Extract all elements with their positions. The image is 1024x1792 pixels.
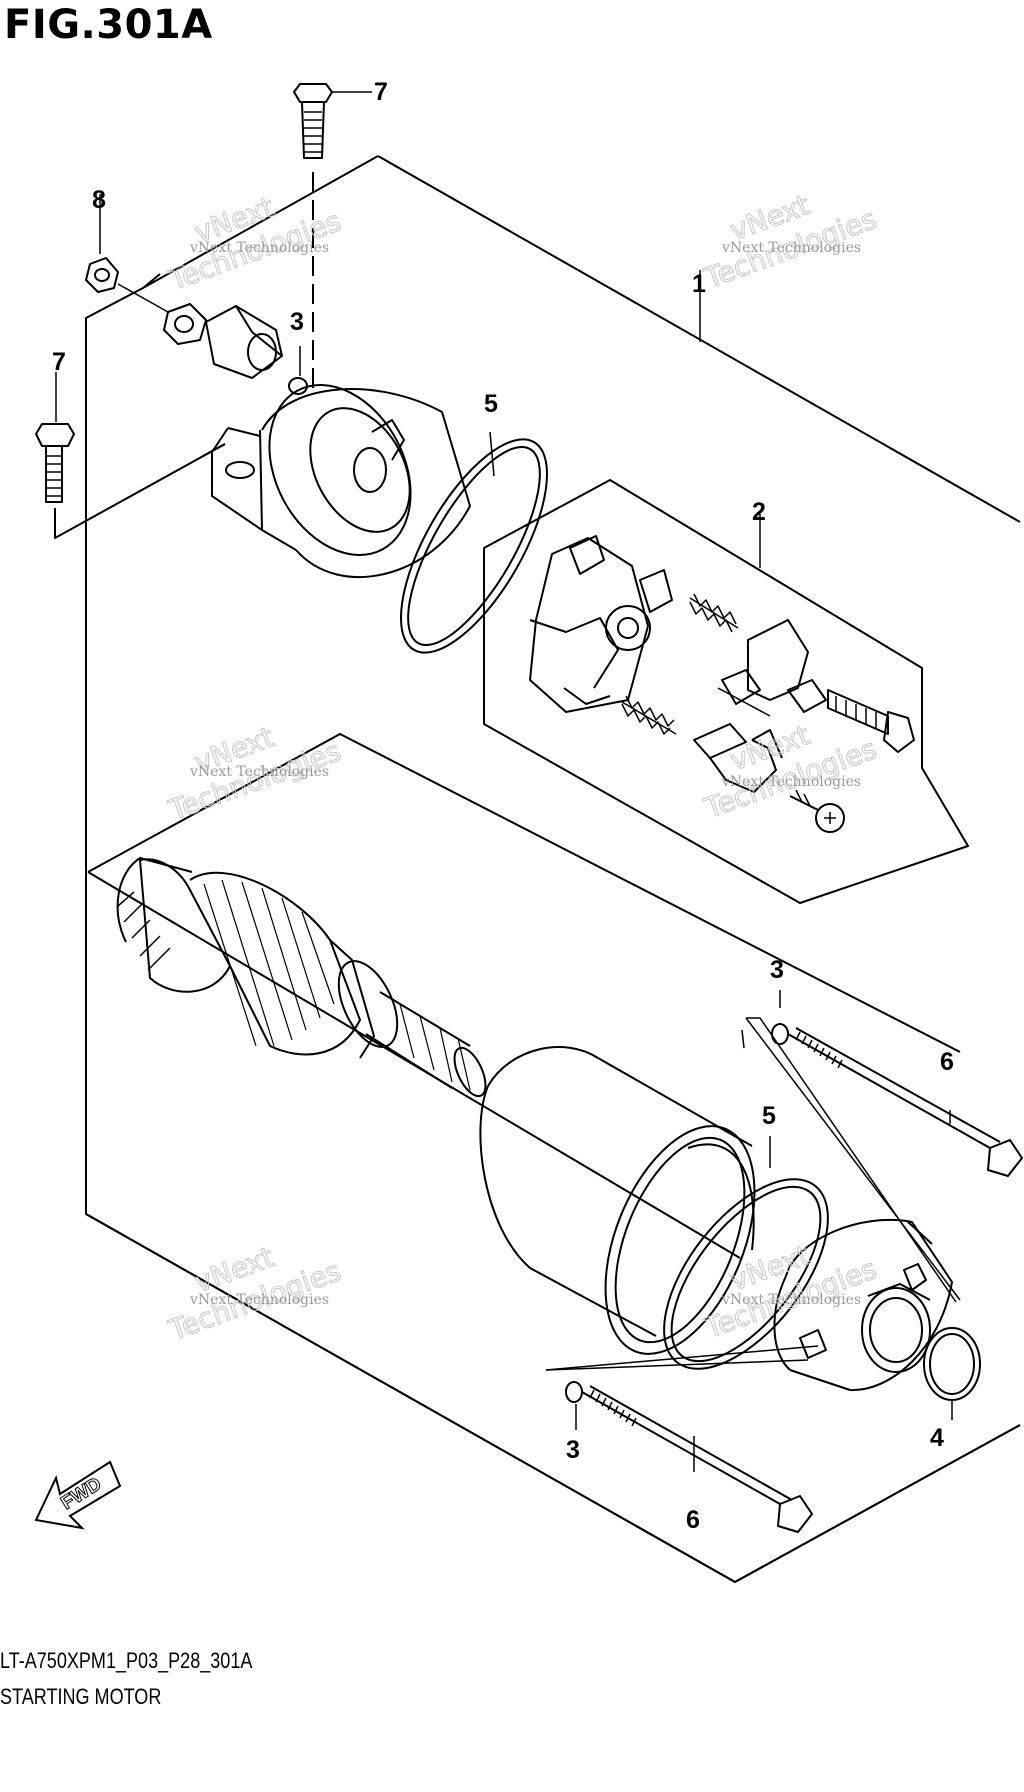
callout-5: 5 (484, 390, 498, 418)
callout-3: 3 (566, 1436, 580, 1464)
watermark-text: vNext Technologies (189, 240, 329, 256)
bolt-7-top (293, 83, 372, 159)
rear-housing (211, 384, 471, 579)
figure-title: FIG.301A (4, 2, 213, 48)
watermark-text: vNext Technologies (721, 774, 861, 790)
yoke (479, 1046, 756, 1355)
small-screw (789, 789, 845, 833)
armature (116, 857, 487, 1098)
callout-5: 5 (762, 1102, 776, 1130)
bolt-7-left (35, 372, 75, 503)
drawing-code: LT-A750XPM1_P03_P28_301A (0, 1648, 253, 1673)
o-ring-3-top (288, 377, 308, 395)
o-ring-5-top (400, 431, 548, 654)
callout-6: 6 (686, 1506, 700, 1534)
brush-carbon-top (717, 619, 827, 717)
callout-3: 3 (770, 956, 784, 984)
watermark-text: vNext Technologies (721, 240, 861, 256)
callout-3: 3 (290, 308, 304, 336)
callout-7: 7 (52, 348, 66, 376)
watermark-text: vNext Technologies (721, 1292, 861, 1308)
terminal-cap (205, 305, 283, 379)
front-housing (773, 1218, 953, 1392)
fwd-direction-arrow: FWD (34, 1460, 122, 1530)
callout-2: 2 (752, 498, 766, 526)
subassembly-box-2 (483, 479, 969, 904)
through-bolt-6-top (741, 1017, 1023, 1303)
nut-8 (85, 194, 169, 313)
o-ring-4 (923, 1327, 981, 1420)
watermarks: vNext Technologies vNext Technologies vN… (163, 188, 881, 1348)
callout-4: 4 (930, 1424, 944, 1452)
armature-box (87, 733, 961, 1053)
terminal-bolt (827, 689, 915, 753)
brush-spring-bottom (621, 695, 677, 735)
brush-holder-plate (529, 535, 673, 713)
figure-name: STARTING MOTOR (0, 1684, 162, 1709)
o-ring-5-bottom (663, 1136, 829, 1370)
callout-7: 7 (374, 78, 388, 106)
brush-spring-top (689, 593, 739, 633)
callout-8: 8 (92, 186, 106, 214)
terminal-washer (163, 303, 207, 345)
watermark-text: vNext Technologies (189, 1292, 329, 1308)
callout-6: 6 (940, 1048, 954, 1076)
brush-carbon-bottom (693, 723, 783, 793)
callout-1: 1 (692, 270, 706, 298)
watermark-text: vNext Technologies (189, 764, 329, 780)
through-bolt-6-bottom (545, 1345, 819, 1533)
